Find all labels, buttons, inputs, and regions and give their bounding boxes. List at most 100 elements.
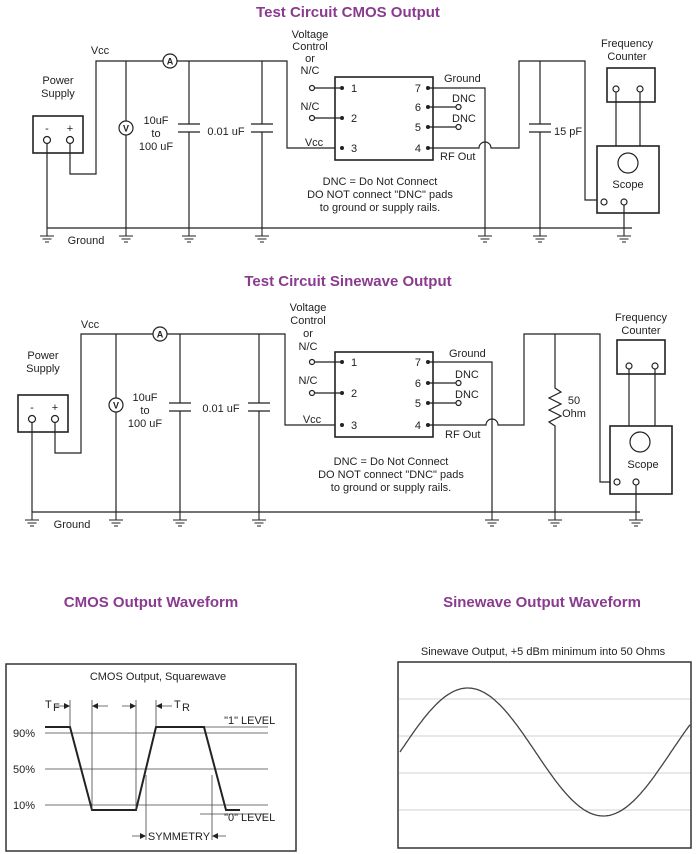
voltage-control-label-4: N/C <box>301 65 320 77</box>
nc-label: N/C <box>301 101 320 113</box>
level-10-label: 10% <box>13 800 35 812</box>
dnc-note-line-1: DNC = Do Not Connect <box>334 456 449 468</box>
cmos-inner-title: CMOS Output, Squarewave <box>90 671 226 683</box>
bottom-sinewave-test-circuit: Test Circuit Sinewave Output Power Suppl… <box>17 273 673 531</box>
plus-terminal-label: + <box>52 402 58 414</box>
cap1-label-3: 100 uF <box>139 141 174 153</box>
scope-screen <box>629 431 651 453</box>
one-level-mark: "1" <box>224 715 238 727</box>
cap1-label-1: 10uF <box>132 392 157 404</box>
voltage-control-label-2: Control <box>290 315 325 327</box>
level-90-label: 90% <box>13 728 35 740</box>
dnc-note-line-1: DNC = Do Not Connect <box>323 176 438 188</box>
rf-out-label: RF Out <box>440 151 475 163</box>
pin7-ground-wire <box>428 87 486 228</box>
bypass-capacitor-2 <box>248 334 270 512</box>
minus-terminal-label: - <box>45 123 49 135</box>
cap1-label-1: 10uF <box>143 115 168 127</box>
tf-label: T <box>45 699 52 711</box>
pin-6-label: 6 <box>415 102 421 114</box>
pin7-ground-wire <box>428 361 493 512</box>
load-capacitor-label: 15 pF <box>554 126 582 138</box>
load-capacitor <box>529 61 551 228</box>
ammeter-label: A <box>167 57 174 67</box>
ground-pin-label: Ground <box>449 348 486 360</box>
dnc-note-line-3: to ground or supply rails. <box>331 482 451 494</box>
tr-subscript: R <box>182 702 190 714</box>
bottom-circuit-title: Test Circuit Sinewave Output <box>244 273 451 290</box>
dnc-pin6-label: DNC <box>455 369 479 381</box>
cmos-squarewave-trace <box>45 726 240 811</box>
voltage-control-label-2: Control <box>292 41 327 53</box>
power-supply-label-1: Power <box>27 350 59 362</box>
ground-pin-label: Ground <box>444 73 481 85</box>
frequency-counter-label-2: Counter <box>621 325 660 337</box>
top-cmos-test-circuit: Test Circuit CMOS Output Power Supply - … <box>32 4 660 247</box>
frequency-counter-label-1: Frequency <box>615 312 667 324</box>
pin-2-label: 2 <box>351 113 357 125</box>
psu-positive-wire <box>69 60 163 175</box>
scope-screen <box>617 152 639 174</box>
vcc-rail <box>177 60 340 149</box>
dnc-note-line-2: DO NOT connect "DNC" pads <box>318 469 464 481</box>
top-circuit-title: Test Circuit CMOS Output <box>256 4 440 21</box>
cap1-label-2: to <box>140 405 149 417</box>
pin-5-label: 5 <box>415 122 421 134</box>
ammeter <box>152 326 168 342</box>
power-supply-label-2: Supply <box>41 88 75 100</box>
zero-level-label: LEVEL <box>241 812 275 824</box>
frequency-counter-box <box>616 339 666 375</box>
tr-label: T <box>174 699 181 711</box>
cap1-label-3: 100 uF <box>128 418 163 430</box>
ammeter-label: A <box>157 330 164 340</box>
sinewave-panel: Sinewave Output Waveform Sinewave Output… <box>397 594 692 849</box>
power-supply-label-2: Supply <box>26 363 60 375</box>
scope-label: Scope <box>627 459 658 471</box>
tf-subscript: F <box>53 702 60 714</box>
frequency-counter-label-1: Frequency <box>601 38 653 50</box>
bypass-capacitor-2 <box>251 61 273 228</box>
pin-4-label: 4 <box>415 420 421 432</box>
sine-waveform-title: Sinewave Output Waveform <box>443 594 641 611</box>
load-resistor <box>547 334 563 512</box>
voltage-control-label-3: or <box>305 53 315 65</box>
pin-1-label: 1 <box>351 83 357 95</box>
voltage-control-label-3: or <box>303 328 313 340</box>
voltage-control-label-4: N/C <box>299 341 318 353</box>
voltmeter-label: V <box>113 401 119 411</box>
pin-3-label: 3 <box>351 143 357 155</box>
level-50-label: 50% <box>13 764 35 776</box>
vcc-label: Vcc <box>91 45 110 57</box>
one-level-label: LEVEL <box>241 715 275 727</box>
pin-2-label: 2 <box>351 388 357 400</box>
pin-4-label: 4 <box>415 143 421 155</box>
oscillator-ic <box>334 351 434 438</box>
dnc-note-line-3: to ground or supply rails. <box>320 202 440 214</box>
ground-label: Ground <box>68 235 105 247</box>
pin-5-label: 5 <box>415 398 421 410</box>
sine-frame <box>397 661 692 849</box>
cmos-waveform-frame <box>5 663 297 852</box>
plus-terminal-label: + <box>67 123 73 135</box>
bypass-capacitor-1 <box>178 61 200 228</box>
pin-7-label: 7 <box>415 83 421 95</box>
ground-symbols <box>25 512 643 527</box>
sine-gridlines <box>399 698 690 811</box>
power-supply-box <box>32 115 84 154</box>
pin-3-label: 3 <box>351 420 357 432</box>
counter-scope-link <box>628 369 656 426</box>
vcc-rail <box>167 333 340 426</box>
minus-terminal-label: - <box>30 402 34 414</box>
ground-label: Ground <box>54 519 91 531</box>
pin-6-label: 6 <box>415 378 421 390</box>
symmetry-label: SYMMETRY <box>148 831 211 843</box>
power-supply-box <box>17 394 69 433</box>
cap2-label: 0.01 uF <box>207 126 245 138</box>
frequency-counter-box <box>606 67 656 103</box>
frequency-counter-label-2: Counter <box>607 51 646 63</box>
dnc-pin5-label: DNC <box>455 389 479 401</box>
counter-scope-link <box>615 92 641 146</box>
pin-1-label: 1 <box>351 357 357 369</box>
bypass-capacitor-1 <box>169 334 191 512</box>
cmos-waveform-panel: CMOS Output Waveform CMOS Output, Square… <box>5 594 297 852</box>
